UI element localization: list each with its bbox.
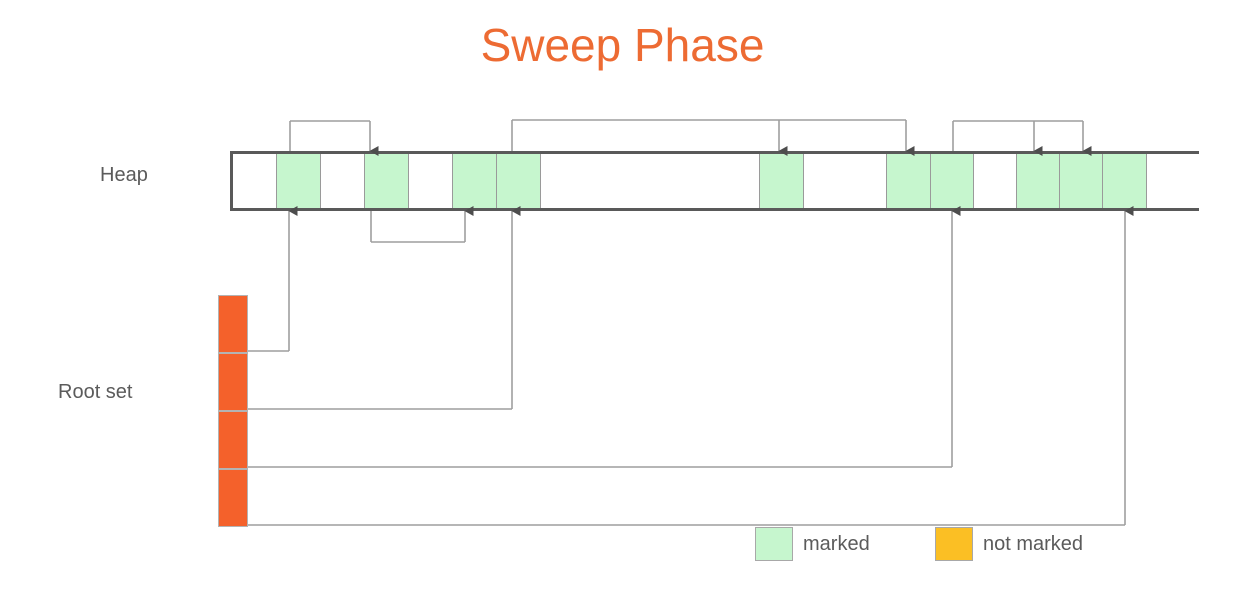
heap-cell-12 bbox=[974, 154, 1017, 208]
legend-item-marked: marked bbox=[755, 527, 870, 561]
heap-cell-15 bbox=[1103, 154, 1147, 208]
heap-cell-2 bbox=[321, 154, 365, 208]
heap-cell-16 bbox=[1147, 154, 1202, 208]
heap-cell-3 bbox=[365, 154, 409, 208]
root-block-1 bbox=[218, 353, 248, 411]
page-title: Sweep Phase bbox=[480, 19, 765, 71]
legend-swatch-not-marked bbox=[935, 527, 973, 561]
legend-label-not-marked: not marked bbox=[983, 532, 1084, 555]
root-block-0 bbox=[218, 295, 248, 353]
heap-cell-9 bbox=[804, 154, 887, 208]
heap-cell-14 bbox=[1060, 154, 1103, 208]
heap-label: Heap bbox=[100, 164, 148, 186]
heap-cell-5 bbox=[453, 154, 497, 208]
heap-cell-4 bbox=[409, 154, 453, 208]
heap-cell-8 bbox=[760, 154, 804, 208]
root-block-2 bbox=[218, 411, 248, 469]
heap-cell-6 bbox=[497, 154, 541, 208]
root-set-column bbox=[218, 295, 248, 527]
heap-cell-10 bbox=[887, 154, 931, 208]
legend-swatch-marked bbox=[755, 527, 793, 561]
legend-label-marked: marked bbox=[803, 532, 870, 555]
heap-cell-1 bbox=[277, 154, 321, 208]
root-block-3 bbox=[218, 469, 248, 527]
heap-cell-13 bbox=[1017, 154, 1060, 208]
root-set-label: Root set bbox=[58, 381, 133, 403]
heap-cell-7 bbox=[541, 154, 760, 208]
heap-cell-0 bbox=[233, 154, 277, 208]
heap-strip bbox=[230, 151, 1202, 211]
heap-cell-11 bbox=[931, 154, 974, 208]
legend-item-not-marked: not marked bbox=[935, 527, 1083, 561]
